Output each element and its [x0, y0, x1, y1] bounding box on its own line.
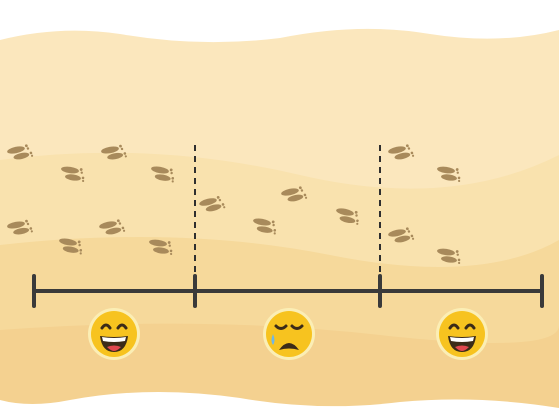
crying-face-icon [263, 308, 315, 360]
grinning-face-icon [88, 308, 140, 360]
grinning-face-icon [436, 308, 488, 360]
